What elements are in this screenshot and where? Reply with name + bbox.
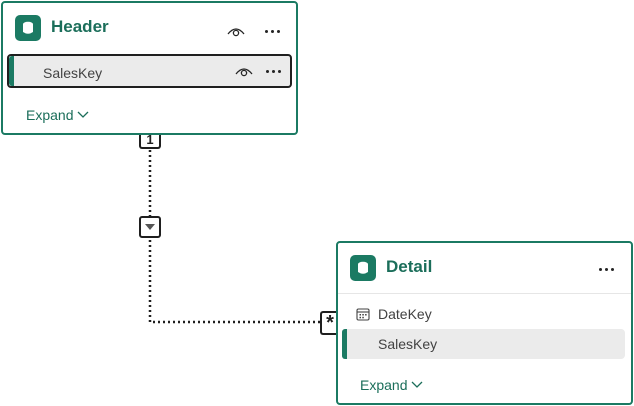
selection-accent-bar	[342, 329, 347, 359]
field-label: SalesKey	[43, 65, 103, 81]
chevron-down-icon	[412, 381, 423, 388]
expand-label: Expand	[26, 107, 74, 123]
more-options-icon[interactable]	[261, 20, 283, 42]
table-title: Header	[51, 17, 109, 36]
field-label: DateKey	[378, 306, 432, 322]
expand-label: Expand	[360, 377, 408, 393]
field-row-datekey[interactable]: DateKey	[342, 298, 625, 330]
more-options-icon[interactable]	[595, 258, 617, 280]
more-options-icon[interactable]	[262, 60, 284, 82]
calendar-icon	[356, 308, 370, 321]
database-icon	[350, 255, 376, 281]
selection-accent-bar	[9, 56, 14, 86]
visibility-eye-icon[interactable]	[233, 60, 255, 82]
field-label: SalesKey	[378, 336, 438, 352]
expand-button[interactable]: Expand	[26, 107, 89, 123]
visibility-eye-icon[interactable]	[225, 20, 247, 42]
cardinality-many-label: *	[326, 311, 334, 334]
cardinality-many-marker: *	[320, 311, 338, 335]
table-card-header[interactable]: Header SalesKey	[1, 1, 298, 135]
field-row-saleskey[interactable]: SalesKey	[342, 329, 625, 359]
cardinality-one-marker: 1	[139, 131, 161, 149]
database-icon	[15, 15, 41, 41]
table-header-bar: Header	[3, 3, 296, 55]
cross-filter-direction-icon[interactable]	[139, 216, 161, 238]
field-row-saleskey[interactable]: SalesKey	[7, 54, 292, 88]
table-card-detail[interactable]: Detail DateKey SalesKey Expand	[336, 241, 633, 405]
table-title: Detail	[386, 257, 433, 276]
table-header-bar: Detail	[338, 243, 631, 294]
chevron-down-icon	[78, 111, 89, 118]
expand-button[interactable]: Expand	[360, 377, 423, 393]
cardinality-one-label: 1	[146, 131, 154, 147]
